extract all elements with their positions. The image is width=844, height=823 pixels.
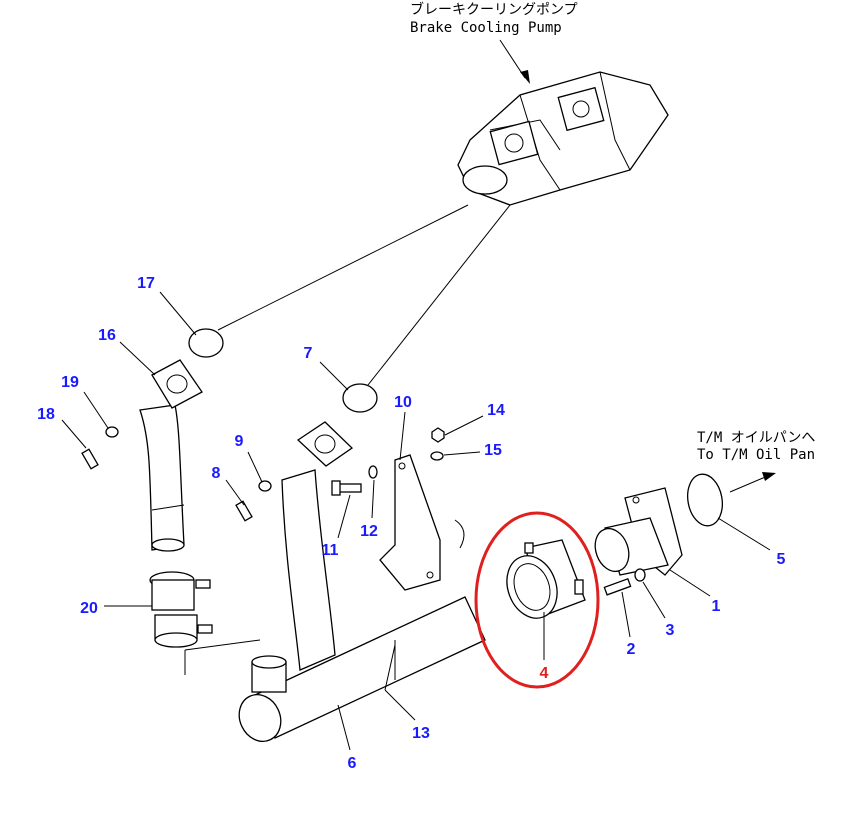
arrow-to-oilpan [729, 472, 776, 493]
bolt-18 [81, 448, 99, 470]
callout-18[interactable]: 18 [37, 406, 55, 423]
callout-13[interactable]: 13 [412, 725, 430, 742]
gasket-7 [342, 383, 378, 413]
callout-5[interactable]: 5 [777, 551, 786, 568]
pipe-6 [184, 421, 486, 742]
callout-7[interactable]: 7 [304, 345, 313, 362]
callout-6[interactable]: 6 [348, 755, 357, 772]
callout-9[interactable]: 9 [235, 433, 244, 450]
callout-11[interactable]: 11 [322, 542, 339, 559]
part-1-flange [594, 487, 683, 576]
washer-12 [368, 465, 378, 479]
callout-14[interactable]: 14 [487, 402, 505, 419]
oilpan-label-en: To T/M Oil Pan [697, 447, 815, 463]
callout-1[interactable]: 1 [712, 598, 721, 615]
nut-14 [431, 427, 445, 443]
arrow-to-pump [499, 39, 530, 84]
callout-20[interactable]: 20 [80, 600, 98, 617]
leader-7 [367, 204, 511, 386]
callout-17[interactable]: 17 [137, 275, 155, 292]
leader-lines [61, 291, 771, 751]
highlight-ring-4 [474, 511, 600, 689]
hose-13 [384, 644, 396, 691]
gasket-17 [188, 328, 224, 358]
callout-16[interactable]: 16 [98, 327, 116, 344]
pump-label-en: Brake Cooling Pump [410, 20, 562, 36]
callout-10[interactable]: 10 [394, 394, 412, 411]
pipe-16 [139, 359, 203, 552]
callout-8[interactable]: 8 [212, 465, 221, 482]
callout-19[interactable]: 19 [61, 374, 79, 391]
callout-15[interactable]: 15 [484, 442, 502, 459]
callout-12[interactable]: 12 [360, 523, 378, 540]
callout-3[interactable]: 3 [666, 622, 675, 639]
gasket-5 [687, 473, 723, 527]
washer-19 [105, 426, 119, 438]
brake-cooling-pump [457, 71, 669, 206]
pump-label-jp: ブレーキクーリングポンプ [410, 1, 578, 18]
bolt-11 [331, 480, 362, 496]
leader-17 [217, 204, 469, 331]
callout-4[interactable]: 4 [540, 665, 549, 682]
bolt-8 [235, 500, 253, 522]
washer-15 [430, 451, 444, 461]
washer-9 [258, 480, 272, 492]
washer-3 [634, 568, 646, 582]
hose-20 [149, 571, 213, 648]
callout-2[interactable]: 2 [627, 641, 636, 658]
bolt-2 [603, 577, 632, 596]
bracket-10 [379, 454, 465, 591]
part-4-coupling [506, 539, 586, 619]
oilpan-label-jp: T/M オイルパンへ [697, 430, 815, 446]
